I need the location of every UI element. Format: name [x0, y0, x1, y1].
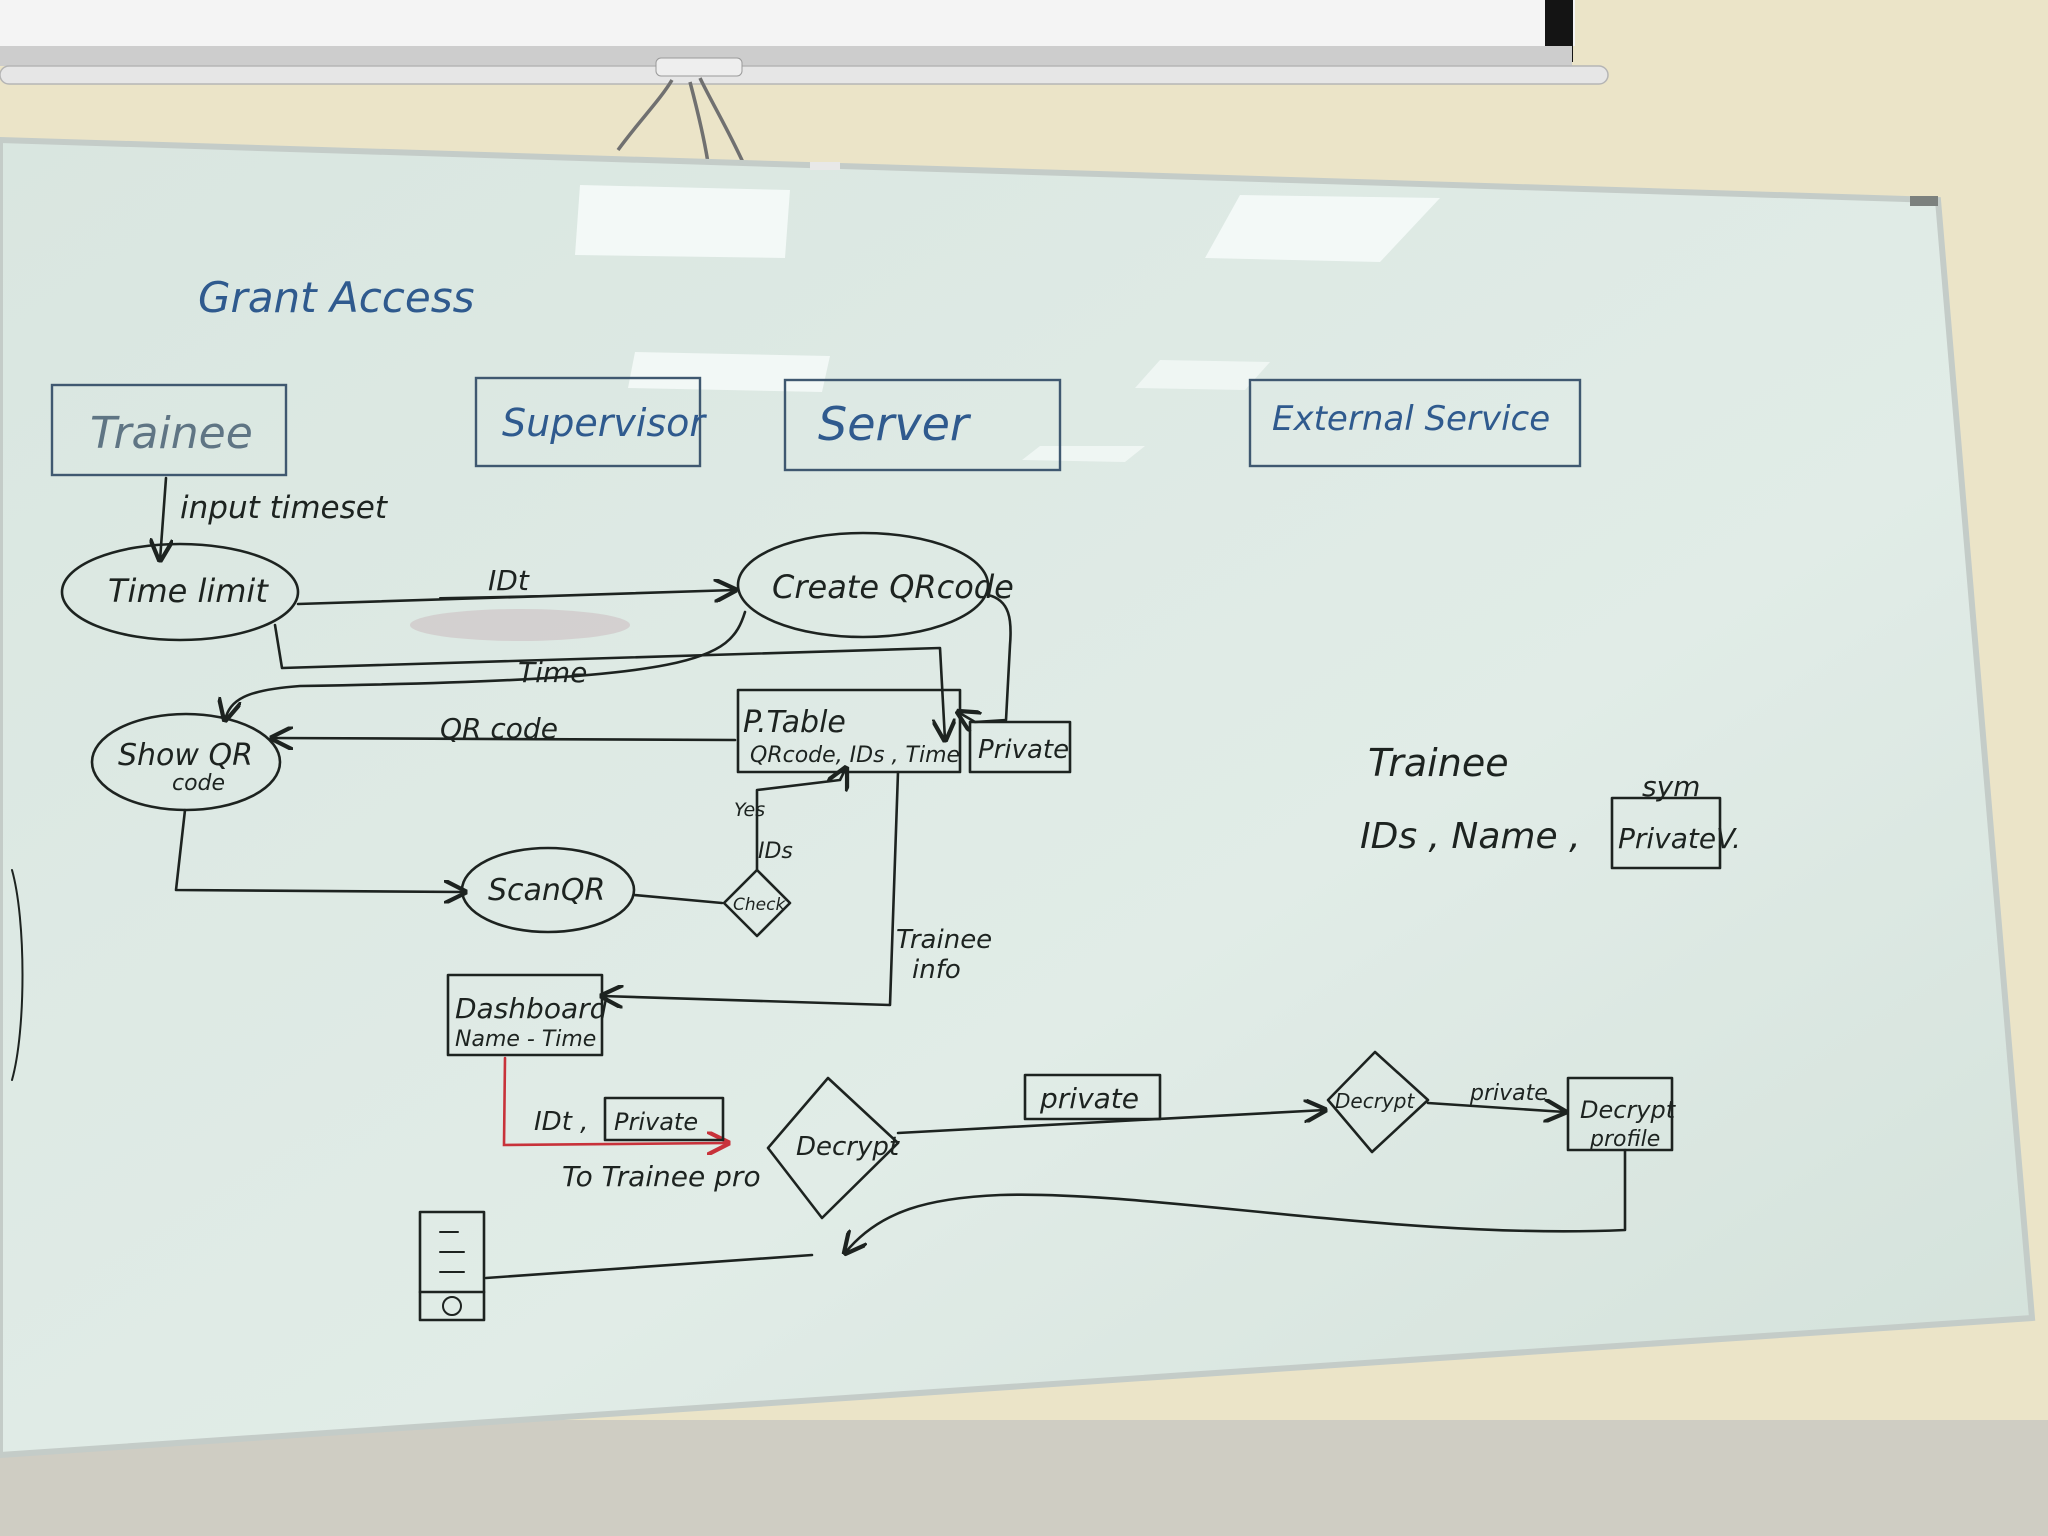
entity-title: Trainee — [1368, 741, 1509, 785]
node-decrypt-1 — [766, 1076, 900, 1220]
arrow-red-to-decrypt — [502, 1056, 728, 1145]
whiteboard-surface — [0, 136, 2036, 1459]
projector-screen — [0, 0, 1609, 253]
label-idt: IDt — [488, 564, 530, 597]
arrow-time — [273, 623, 945, 740]
arrow-qr-code — [272, 738, 737, 740]
node-create-qr — [736, 531, 990, 639]
node-decrypt-2 — [1326, 1050, 1430, 1154]
label-private-arrow: private — [1469, 1081, 1548, 1106]
node-show-qr-line2: code — [172, 771, 225, 796]
lane-box-trainee — [50, 383, 288, 477]
arrow-trainee-info — [602, 770, 900, 1005]
lane-box-supervisor — [474, 376, 702, 468]
node-scan-qr — [460, 846, 636, 934]
line-scan-to-check — [632, 893, 724, 905]
node-dashboard — [446, 973, 604, 1057]
label-idt-red: IDt , — [534, 1107, 588, 1137]
node-time-limit-label: Time limit — [108, 572, 269, 610]
node-check-label: Check — [733, 895, 786, 915]
entity-fields: IDs , Name , — [1360, 816, 1581, 857]
node-decrypt-profile-line2: profile — [1589, 1127, 1660, 1152]
left-edge-mark — [11, 869, 24, 1081]
node-check — [722, 868, 792, 938]
lane-box-server — [783, 378, 1062, 472]
node-time-limit — [60, 542, 300, 642]
arrow-decrypt-to-decrypt — [896, 1110, 1325, 1135]
lane-external-service-label: External Service — [1272, 399, 1550, 439]
arrow-private — [1426, 1103, 1565, 1112]
node-private-box-label: Private — [978, 735, 1069, 765]
label-trainee-info-1: Trainee — [896, 925, 992, 955]
node-decrypt-profile — [1566, 1076, 1674, 1152]
label-ids: IDs — [758, 839, 793, 864]
node-private-red-box — [603, 1096, 725, 1142]
heading-grant-access: Grant Access — [198, 273, 475, 322]
node-dashboard-line1: Dashboard — [455, 992, 608, 1025]
lane-box-external-service — [1248, 378, 1582, 468]
lane-server-label: Server — [818, 397, 972, 451]
lane-trainee-label: Trainee — [90, 408, 253, 459]
label-yes: Yes — [734, 799, 765, 821]
mobile-device-icon — [418, 1210, 486, 1322]
lane-supervisor-label: Supervisor — [502, 401, 707, 445]
label-to-trainee-pro: To Trainee pro — [562, 1160, 761, 1193]
node-show-qr-line1: Show QR — [118, 738, 253, 773]
swimlane-headers: Trainee Supervisor Server External Servi… — [50, 376, 1582, 477]
label-trainee-info-2: info — [912, 955, 961, 985]
arrow-return — [845, 1148, 1627, 1253]
node-p-table-title: P.Table — [743, 705, 846, 740]
arrow-create-to-show — [225, 610, 747, 720]
node-decrypt-1-label: Decrypt — [796, 1132, 900, 1162]
entity-private-box — [1610, 796, 1722, 870]
node-scan-qr-label: ScanQR — [488, 873, 605, 908]
arrow-show-to-scan — [174, 808, 465, 892]
node-decrypt-2-label: Decrypt — [1335, 1089, 1415, 1113]
node-private-box — [968, 720, 1072, 774]
entity-private-v: PrivateV. — [1618, 822, 1741, 855]
node-private-mid-box — [1023, 1073, 1162, 1121]
node-create-qr-label: Create QRcode — [772, 568, 1014, 606]
label-qr-code: QR code — [440, 712, 558, 745]
arrow-create-to-private — [958, 593, 1012, 722]
node-p-table-fields: QRcode, IDs , Time — [750, 743, 960, 768]
label-private-red: Private — [614, 1108, 698, 1136]
node-dashboard-line2: Name - Time — [455, 1027, 596, 1052]
lower-wall — [0, 1420, 2048, 1536]
label-input-timeset: input timeset — [180, 490, 389, 526]
arrow-input-timeset — [160, 476, 166, 560]
node-decrypt-profile-line1: Decrypt — [1580, 1096, 1677, 1124]
idt-underline — [439, 595, 541, 599]
label-time: Time — [518, 656, 587, 689]
arrow-check-yes — [755, 768, 846, 872]
label-private-mid: private — [1039, 1082, 1139, 1115]
line-device-return — [484, 1253, 814, 1280]
